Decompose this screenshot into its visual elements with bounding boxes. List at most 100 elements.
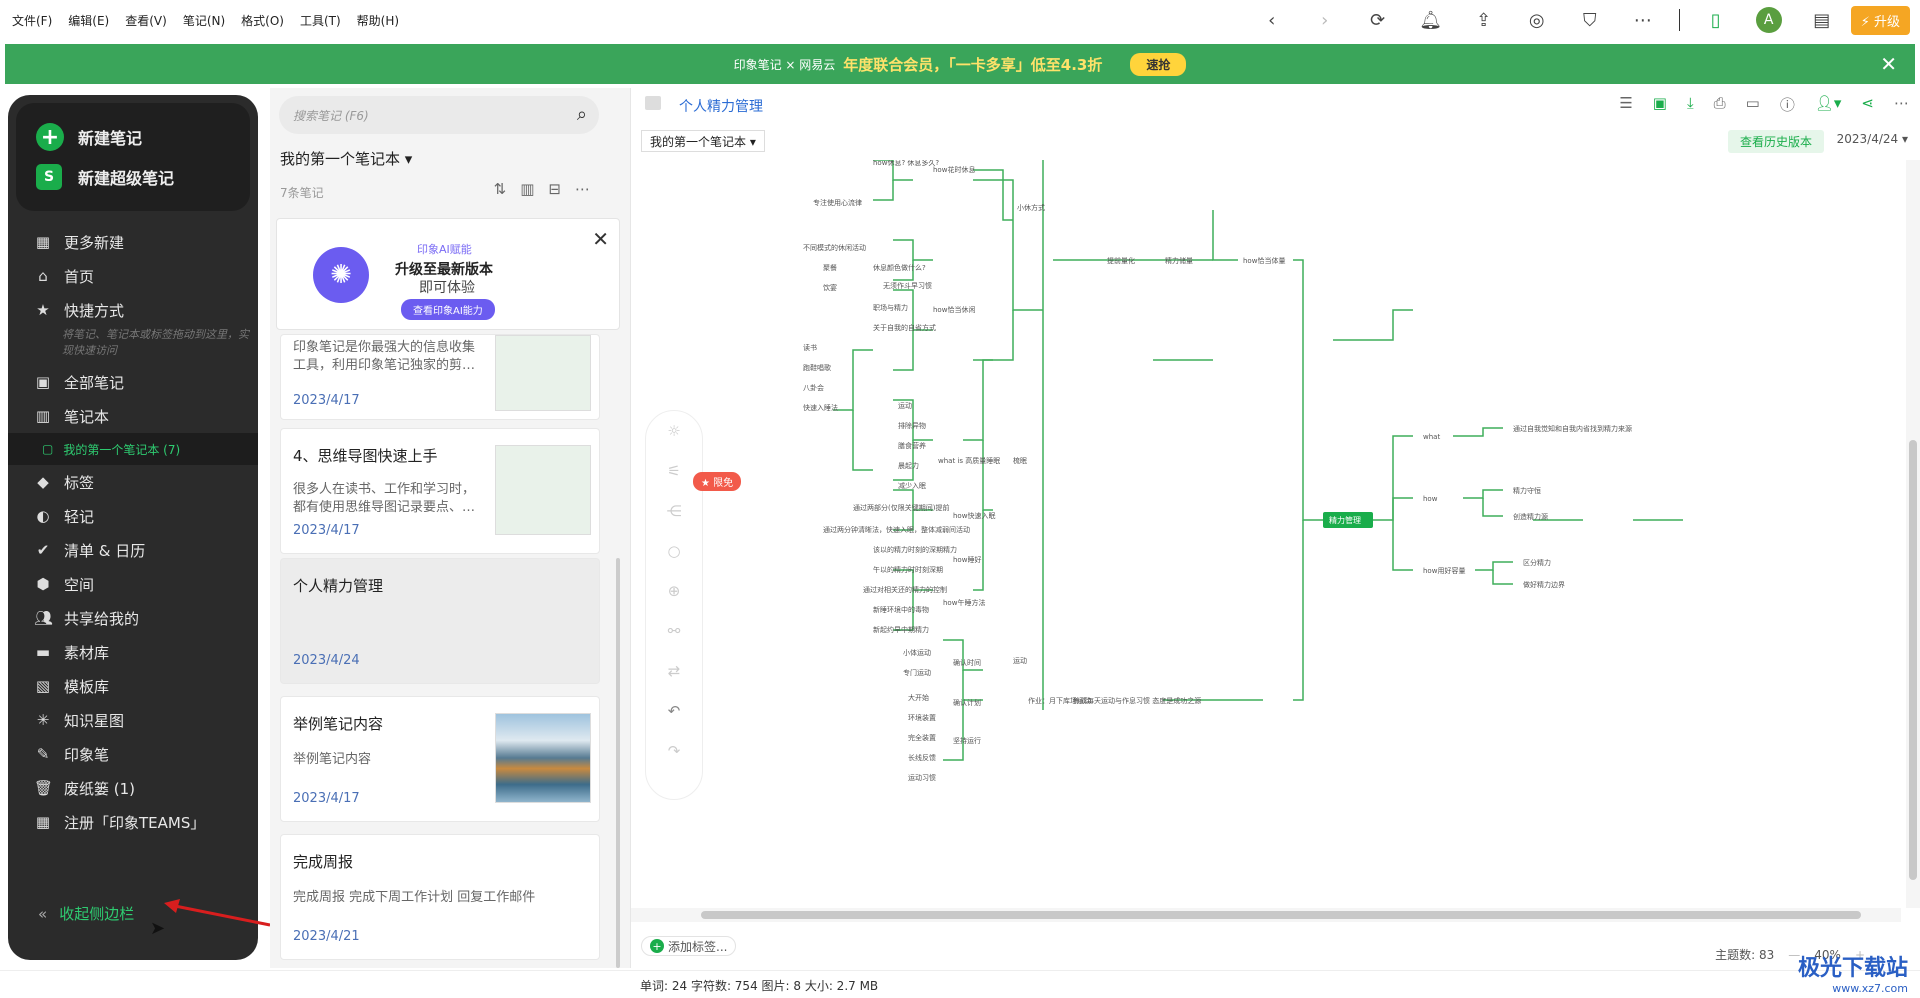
more-icon[interactable]: ⋯: [1633, 9, 1652, 31]
watermark-logo: 极光下载站 www.xz7.com: [1798, 950, 1908, 995]
svg-text:确认时间: 确认时间: [953, 658, 981, 667]
note-list-scrollbar[interactable]: [616, 558, 620, 968]
upgrade-button[interactable]: ⚡ 升级: [1850, 5, 1910, 35]
back-icon[interactable]: ‹: [1268, 9, 1276, 31]
home-icon: ⌂: [38, 267, 48, 285]
zoom-out-icon[interactable]: —: [1788, 947, 1801, 962]
search-input[interactable]: 搜索笔记 (F6) ⌕: [279, 96, 599, 134]
forward-icon[interactable]: ›: [1321, 9, 1329, 31]
menu-edit[interactable]: 编辑(E): [68, 13, 110, 28]
format-icon[interactable]: ⇄: [667, 662, 681, 680]
note-card[interactable]: 完成周报 完成周报 完成下周工作计划 回复工作邮件 2023/4/21: [280, 834, 600, 960]
vertical-scrollbar[interactable]: [1906, 160, 1920, 908]
sidebar-item-tags[interactable]: ◆标签: [8, 465, 258, 499]
phone-icon[interactable]: ▯: [1710, 9, 1721, 31]
note-snippet: 印象笔记是你最强大的信息收集工具，利用印象笔记独家的剪…: [293, 340, 476, 373]
sort-icon[interactable]: ⇅: [493, 180, 507, 198]
filter-icon[interactable]: ⊟: [548, 180, 561, 198]
editor-title[interactable]: 个人精力管理: [679, 99, 763, 115]
undo-icon[interactable]: ↶: [667, 702, 681, 720]
sidebar-item-shortcuts[interactable]: ★快捷方式: [8, 293, 258, 327]
branch-icon[interactable]: ⋲: [666, 502, 682, 520]
note-card[interactable]: 印象笔记是你最强大的信息收集工具，利用印象笔记独家的剪… 2023/4/17: [280, 334, 600, 420]
sidebar-item-all-notes[interactable]: ▣全部笔记: [8, 365, 258, 399]
sidebar-item-home[interactable]: ⌂ 首页: [8, 259, 258, 293]
menu-format[interactable]: 格式(O): [241, 13, 284, 28]
scroll-thumb[interactable]: [1909, 440, 1917, 880]
svg-text:新起约早中期精力: 新起约早中期精力: [873, 625, 929, 634]
sidebar-item-more-new[interactable]: ▦更多新建: [8, 225, 258, 259]
link-icon[interactable]: ⚯: [667, 622, 681, 640]
history-button[interactable]: 查看历史版本: [1727, 130, 1824, 153]
share-icon[interactable]: ⋖: [1861, 94, 1874, 112]
menu-help[interactable]: 帮助(H): [356, 13, 400, 28]
sidebar-item-teams[interactable]: ▦注册「印象TEAMS」: [8, 805, 258, 839]
menu-note[interactable]: 笔记(N): [182, 13, 226, 28]
redo-icon[interactable]: ↷: [667, 742, 681, 760]
menu-tools[interactable]: 工具(T): [299, 13, 341, 28]
sidebar-item-label: 首页: [64, 267, 95, 286]
close-icon[interactable]: ✕: [592, 227, 609, 251]
target-icon[interactable]: ◎: [1528, 9, 1545, 31]
sidebar-item-notebooks[interactable]: ▥笔记本: [8, 399, 258, 433]
note-card[interactable]: 4、思维导图快速上手 很多人在读书、工作和学习时，都有使用思维导图记录要点、… …: [280, 428, 600, 554]
editor-notebook-selector[interactable]: 我的第一个笔记本 ▾: [641, 130, 765, 152]
view-icon[interactable]: ▥: [520, 180, 535, 198]
sync-icon[interactable]: ⟳: [1370, 9, 1386, 31]
notebook-title[interactable]: 我的第一个笔记本 ▾: [280, 150, 413, 168]
person-icon[interactable]: 👤︎▾: [1814, 94, 1842, 112]
tag-icon: ◆: [37, 473, 49, 491]
present-icon[interactable]: ▭: [1745, 94, 1760, 112]
add-icon[interactable]: ⊕: [667, 582, 681, 600]
book-icon[interactable]: ▤: [1813, 9, 1831, 31]
sidebar-item-materials[interactable]: ▬素材库: [8, 635, 258, 669]
avatar[interactable]: A: [1752, 4, 1786, 36]
add-tag-button[interactable]: + 添加标签...: [641, 936, 737, 956]
note-card[interactable]: 举例笔记内容 举例笔记内容 2023/4/17: [280, 696, 600, 822]
ai-card-button[interactable]: 查看印象AI能力: [401, 299, 495, 320]
sidebar-item-trash[interactable]: 🗑︎废纸篓 (1): [8, 771, 258, 805]
search-icon[interactable]: ⌕: [576, 104, 587, 125]
print-icon[interactable]: ⎙: [1713, 94, 1726, 112]
sidebar-item-tasks-calendar[interactable]: ✔清单 & 日历: [8, 533, 258, 567]
banner-buy-button[interactable]: 速抢: [1130, 52, 1187, 76]
note-card-selected[interactable]: 个人精力管理 2023/4/24: [280, 558, 600, 684]
new-note-button[interactable]: + 新建笔记: [16, 117, 250, 157]
promo-banner[interactable]: 印象笔记 × 网易云 年度联合会员，「一卡多享」低至4.3折 速抢 ✕: [5, 44, 1915, 84]
topic-count: 主题数: 83: [1715, 948, 1775, 962]
svg-text:八卦会: 八卦会: [803, 383, 824, 392]
download-icon[interactable]: ⤓: [1686, 94, 1694, 112]
info-icon[interactable]: ⓘ: [1779, 96, 1795, 114]
export-icon[interactable]: ▣: [1652, 94, 1667, 112]
outline-icon[interactable]: ☰: [1619, 94, 1633, 112]
close-icon[interactable]: ✕: [1880, 52, 1897, 76]
more-icon[interactable]: ⋯: [575, 180, 590, 198]
shield-icon[interactable]: ⛉: [1582, 9, 1597, 31]
note-title: 4、思维导图快速上手: [293, 447, 438, 465]
menu-file[interactable]: 文件(F): [12, 13, 53, 28]
sidebar-item-current-notebook[interactable]: ▢我的第一个笔记本 (7): [8, 433, 258, 465]
share-icon[interactable]: ⇪: [1476, 9, 1492, 31]
svg-text:通过两分钟清晰法，快速入眠，整体减弱间活动: 通过两分钟清晰法，快速入眠，整体减弱间活动: [823, 525, 970, 534]
zoom-in-icon[interactable]: +: [1854, 947, 1865, 962]
bell-icon[interactable]: 🔔︎: [1419, 9, 1443, 31]
horizontal-scrollbar[interactable]: [631, 908, 1901, 922]
sidebar-item-spaces[interactable]: ⬢空间: [8, 567, 258, 601]
collapse-sidebar-button[interactable]: « 收起侧边栏: [38, 903, 134, 924]
more-icon[interactable]: ⋯: [1894, 94, 1909, 112]
new-super-note-button[interactable]: S 新建超级笔记: [16, 157, 250, 197]
sidebar-item-label: 更多新建: [64, 233, 125, 252]
sidebar-item-shared-with-me[interactable]: 👥︎共享给我的: [8, 601, 258, 635]
sidebar-item-templates[interactable]: ▧模板库: [8, 669, 258, 703]
menu-view[interactable]: 查看(V): [125, 13, 167, 28]
sidebar-item-knowledge-graph[interactable]: ✳知识星图: [8, 703, 258, 737]
bulb-icon[interactable]: ☼: [667, 422, 681, 440]
scroll-thumb[interactable]: [701, 911, 1861, 919]
structure-icon[interactable]: ⚟: [667, 462, 681, 480]
sidebar-item-quick-notes[interactable]: ◐轻记: [8, 499, 258, 533]
sidebar-item-pen[interactable]: ✎印象笔: [8, 737, 258, 771]
trash-icon: 🗑︎: [34, 779, 54, 797]
circle-icon[interactable]: ○: [667, 542, 681, 560]
editor-date[interactable]: 2023/4/24 ▾: [1836, 132, 1908, 146]
mindmap-canvas[interactable]: 精力管理 what how how用好容量 通过自我觉知和自我内省找到精力来源 …: [633, 160, 1903, 962]
